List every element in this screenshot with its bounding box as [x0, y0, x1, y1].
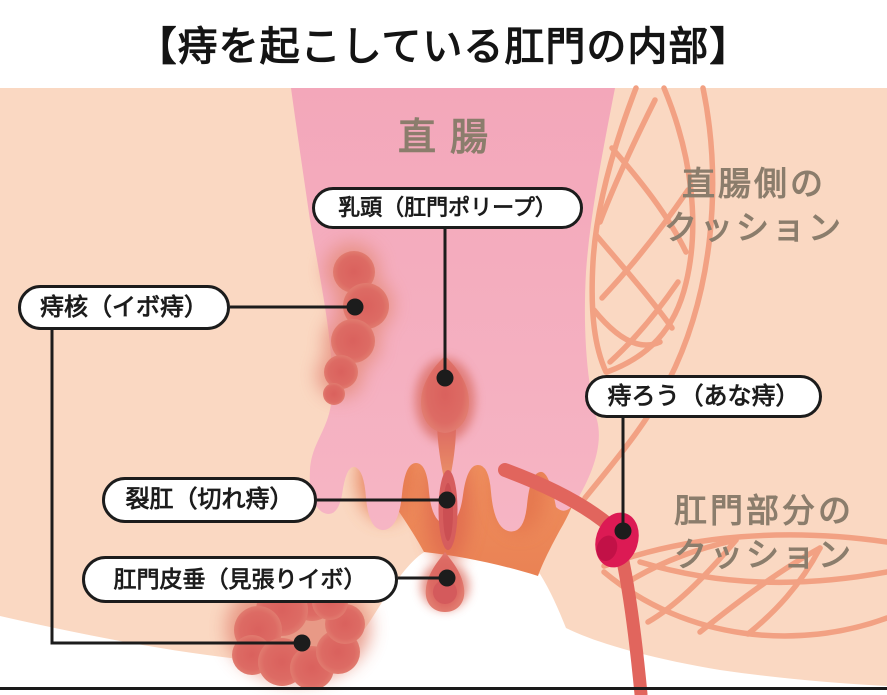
- dot-fistula: [614, 522, 632, 540]
- anal-polyp: [415, 356, 475, 492]
- anal-cushion-line2: クッション: [674, 536, 854, 574]
- callout-hemorrhoid: 痔核（イボ痔）: [18, 285, 230, 330]
- rectum-label: 直腸: [397, 117, 502, 159]
- callout-papilla: 乳頭（肛門ポリープ）: [312, 187, 583, 229]
- rectal-cushion-line1: 直腸側の: [682, 165, 826, 202]
- anal-cushion-line1: 肛門部分の: [674, 492, 854, 529]
- callout-fissure: 裂肛（切れ痔）: [102, 477, 317, 523]
- callout-connectors: [50, 228, 625, 645]
- callout-skin-tag: 肛門皮垂（見張りイボ）: [82, 556, 398, 603]
- dot-hemorrhoid-internal: [346, 298, 364, 316]
- body-exterior: [0, 550, 887, 695]
- anal-cushion-label: 肛門部分の クッション: [648, 489, 880, 577]
- dot-papilla: [436, 369, 454, 387]
- dot-fissure: [438, 491, 456, 509]
- dot-hemorrhoid-external: [293, 634, 311, 652]
- anal-cushion-mesh: [601, 532, 887, 639]
- rectal-cushion-label: 直腸側の クッション: [638, 162, 870, 250]
- connector-hemorrhoid-external: [50, 330, 300, 645]
- page-title: 【痔を起こしている肛門の内部】: [136, 25, 751, 69]
- rectal-cushion-line2: クッション: [664, 209, 844, 247]
- bottom-border-line: [0, 687, 887, 690]
- anal-fissure: [438, 470, 458, 550]
- callout-dots: [293, 298, 632, 652]
- callout-fistula: 痔ろう（あな痔）: [585, 375, 822, 418]
- dot-skin-tag: [438, 569, 456, 587]
- rectal-cushion-mesh: [582, 85, 716, 501]
- fistula-tract: [498, 463, 648, 695]
- internal-hemorrhoid: [317, 243, 393, 405]
